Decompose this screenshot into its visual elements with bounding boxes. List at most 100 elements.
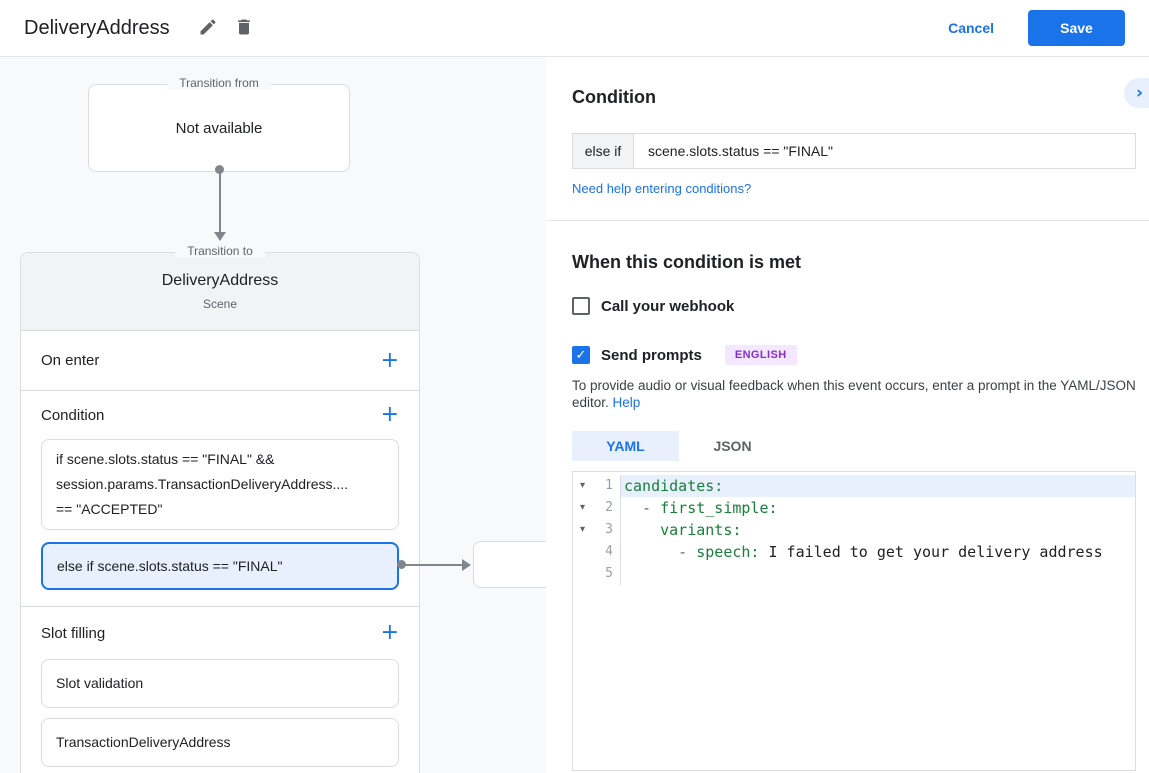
- line-number: 3: [605, 522, 613, 537]
- scene-type-label: Scene: [202, 297, 238, 311]
- line-number: 4: [605, 544, 613, 559]
- condition-editor-row: else if: [572, 133, 1136, 169]
- code-token: candidates:: [624, 477, 724, 495]
- prompts-help-link[interactable]: Help: [612, 394, 641, 410]
- webhook-row[interactable]: Call your webhook: [572, 297, 1136, 315]
- condition-box-if[interactable]: if scene.slots.status == "FINAL" && sess…: [41, 439, 399, 530]
- slot-item-validation[interactable]: Slot validation: [41, 659, 399, 708]
- transition-from-label: Transition from: [167, 76, 271, 90]
- send-prompts-checkbox[interactable]: ✓: [572, 346, 590, 364]
- save-button[interactable]: Save: [1028, 10, 1125, 46]
- code-text[interactable]: candidates:: [621, 475, 1135, 497]
- fold-toggle-icon: [573, 541, 592, 563]
- helper-text-body: To provide audio or visual feedback when…: [572, 378, 1136, 410]
- on-enter-heading: On enter: [41, 352, 100, 369]
- send-prompts-row[interactable]: ✓ Send prompts ENGLISH: [572, 345, 1136, 365]
- transition-from-content: Not available: [175, 119, 263, 137]
- editor-gutter: ▾ 3: [573, 519, 621, 541]
- code-token: first_simple:: [660, 499, 778, 517]
- condition-line: session.params.TransactionDeliveryAddres…: [56, 476, 349, 492]
- condition-box-else-if-selected[interactable]: else if scene.slots.status == "FINAL": [41, 542, 399, 590]
- details-heading: Condition: [572, 87, 656, 107]
- condition-details-panel: Condition › else if Need help entering c…: [546, 57, 1149, 773]
- connector-line: [405, 564, 462, 566]
- cancel-button[interactable]: Cancel: [928, 12, 1014, 44]
- prompts-helper-text: To provide audio or visual feedback when…: [572, 378, 1136, 411]
- line-number: 1: [605, 478, 613, 493]
- add-slot-icon[interactable]: +: [380, 620, 399, 645]
- arrowhead-right-icon: [462, 559, 471, 571]
- collapse-panel-button[interactable]: ›: [1124, 78, 1149, 108]
- yaml-code-editor[interactable]: ▾ 1 candidates: ▾ 2 - first_simple: ▾ 3 …: [572, 471, 1136, 771]
- code-token: -: [624, 543, 697, 561]
- condition-prefix-label: else if: [572, 133, 634, 169]
- check-icon: ✓: [575, 347, 587, 363]
- condition-heading: Condition: [41, 406, 105, 424]
- fold-toggle-icon[interactable]: ▾: [579, 524, 586, 535]
- tab-yaml[interactable]: YAML: [572, 431, 679, 461]
- call-webhook-checkbox[interactable]: [572, 297, 590, 315]
- language-badge: ENGLISH: [724, 345, 797, 365]
- fold-toggle-icon[interactable]: ▾: [579, 502, 586, 513]
- top-bar: DeliveryAddress Cancel Save: [0, 0, 1149, 57]
- code-line: ▾ 1 candidates:: [573, 475, 1135, 497]
- condition-expression-input[interactable]: [633, 133, 1136, 169]
- code-line: ▾ 2 - first_simple:: [573, 497, 1135, 519]
- code-token: -: [624, 499, 661, 517]
- condition-line: == "ACCEPTED": [56, 501, 163, 517]
- divider: [546, 220, 1149, 221]
- trash-icon: [234, 17, 254, 40]
- code-text[interactable]: - first_simple:: [621, 497, 1135, 519]
- on-enter-row: On enter +: [21, 331, 419, 391]
- slot-filling-heading: Slot filling: [41, 624, 106, 642]
- code-token: speech:: [696, 543, 760, 561]
- condition-heading-row: Condition +: [21, 391, 419, 439]
- editor-gutter: 4: [573, 541, 621, 563]
- slot-item-transaction-delivery-address[interactable]: TransactionDeliveryAddress: [41, 718, 399, 767]
- fold-toggle-icon[interactable]: ▾: [579, 480, 586, 491]
- condition-section: Condition + if scene.slots.status == "FI…: [21, 391, 419, 607]
- tab-json[interactable]: JSON: [679, 431, 786, 461]
- chevron-right-icon: ›: [1135, 82, 1143, 103]
- code-line: 4 - speech: I failed to get your deliver…: [573, 541, 1135, 563]
- add-condition-icon[interactable]: +: [380, 402, 399, 427]
- code-token: [624, 521, 660, 539]
- code-text[interactable]: [621, 563, 1135, 585]
- scene-diagram-panel: Transition from Not available Transition…: [0, 57, 546, 773]
- editor-gutter: ▾ 1: [573, 475, 621, 497]
- call-webhook-label: Call your webhook: [601, 297, 735, 315]
- connector-dot: [397, 560, 406, 569]
- connector-dot: [215, 165, 224, 174]
- add-on-enter-icon[interactable]: +: [380, 347, 399, 373]
- connector-line: [219, 170, 221, 232]
- line-number: 5: [605, 566, 613, 581]
- page-title: DeliveryAddress: [24, 16, 170, 39]
- send-prompts-label: Send prompts: [601, 346, 702, 364]
- transition-target-box[interactable]: [473, 541, 546, 588]
- slot-filling-heading-row: Slot filling +: [21, 607, 419, 659]
- editor-gutter: 5: [573, 563, 621, 585]
- code-text[interactable]: variants:: [621, 519, 1135, 541]
- line-number: 2: [605, 500, 613, 515]
- transition-from-box: Transition from Not available: [88, 76, 350, 172]
- scene-name: DeliveryAddress: [161, 272, 279, 289]
- transition-to-label: Transition to: [175, 244, 265, 258]
- arrowhead-down-icon: [214, 232, 226, 241]
- conditions-help-link[interactable]: Need help entering conditions?: [572, 181, 752, 196]
- code-token: I failed to get your delivery address: [759, 543, 1103, 561]
- code-token: variants:: [660, 521, 742, 539]
- code-line: 5: [573, 563, 1135, 585]
- code-text[interactable]: - speech: I failed to get your delivery …: [621, 541, 1135, 563]
- code-line: ▾ 3 variants:: [573, 519, 1135, 541]
- fold-toggle-icon: [573, 563, 592, 585]
- editor-format-tabs: YAML JSON: [572, 431, 1136, 461]
- condition-line: else if scene.slots.status == "FINAL": [57, 558, 283, 574]
- scene-card-header[interactable]: DeliveryAddress Scene: [21, 253, 419, 331]
- editor-gutter: ▾ 2: [573, 497, 621, 519]
- pencil-icon: [198, 17, 218, 40]
- condition-line: if scene.slots.status == "FINAL" &&: [56, 451, 275, 467]
- scene-card: Transition to DeliveryAddress Scene On e…: [20, 244, 420, 773]
- edit-title-button[interactable]: [190, 10, 226, 46]
- delete-scene-button[interactable]: [226, 10, 262, 46]
- when-condition-met-heading: When this condition is met: [572, 252, 801, 272]
